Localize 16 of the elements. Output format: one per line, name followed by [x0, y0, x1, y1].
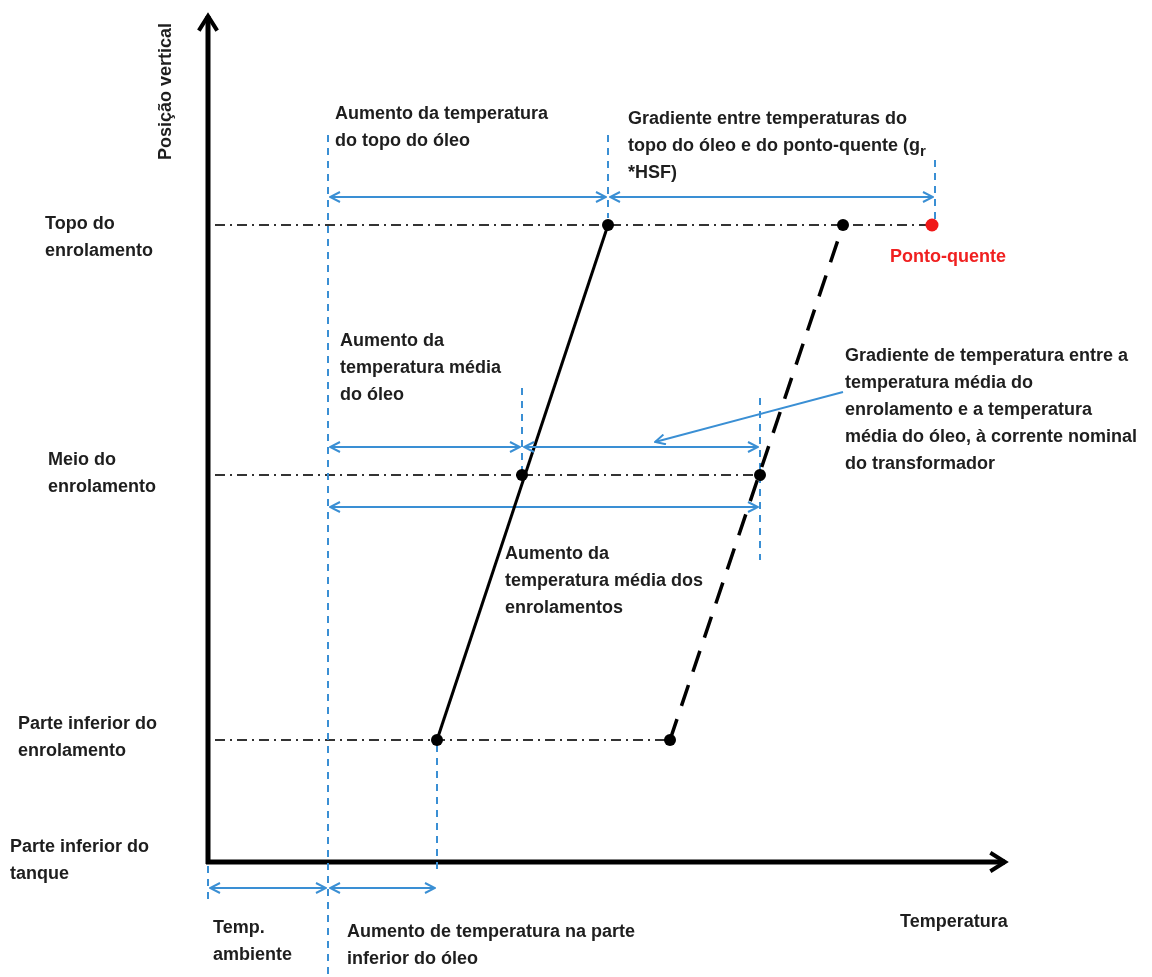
text-label: Meio do enrolamento	[48, 448, 158, 498]
text-label: Temp. ambiente	[213, 916, 294, 966]
text-label: Parte inferior do enrolamento	[18, 712, 159, 762]
text-label: Topo do enrolamento	[45, 212, 155, 262]
text-label: Parte inferior do tanque	[10, 835, 151, 885]
text-label: Temperatura	[900, 910, 1009, 933]
text-label: Gradiente entre temperaturas do topo do óleo e do ponto-quente (g$_{r}$ *HSF)	[628, 107, 927, 184]
dimension-line	[523, 441, 759, 453]
leader-line	[654, 391, 844, 446]
text-label: Ponto-quente	[890, 245, 1007, 268]
annotation-text: Gradiente de temperatura entre a temperatura média do enrolamento e a temperatura média do óleo, à corrente nominal do transformador	[845, 342, 1145, 477]
text-label: Aumento da temperatura do topo do óleo	[335, 102, 550, 152]
text-label: Aumento da temperatura média dos enrolamentos	[505, 542, 705, 619]
text-label: Aumento da temperatura média do óleo	[340, 329, 503, 406]
axis-label: Posição vertical	[153, 21, 176, 163]
text-label: Aumento de temperatura na parte inferior do óleo	[347, 920, 637, 970]
